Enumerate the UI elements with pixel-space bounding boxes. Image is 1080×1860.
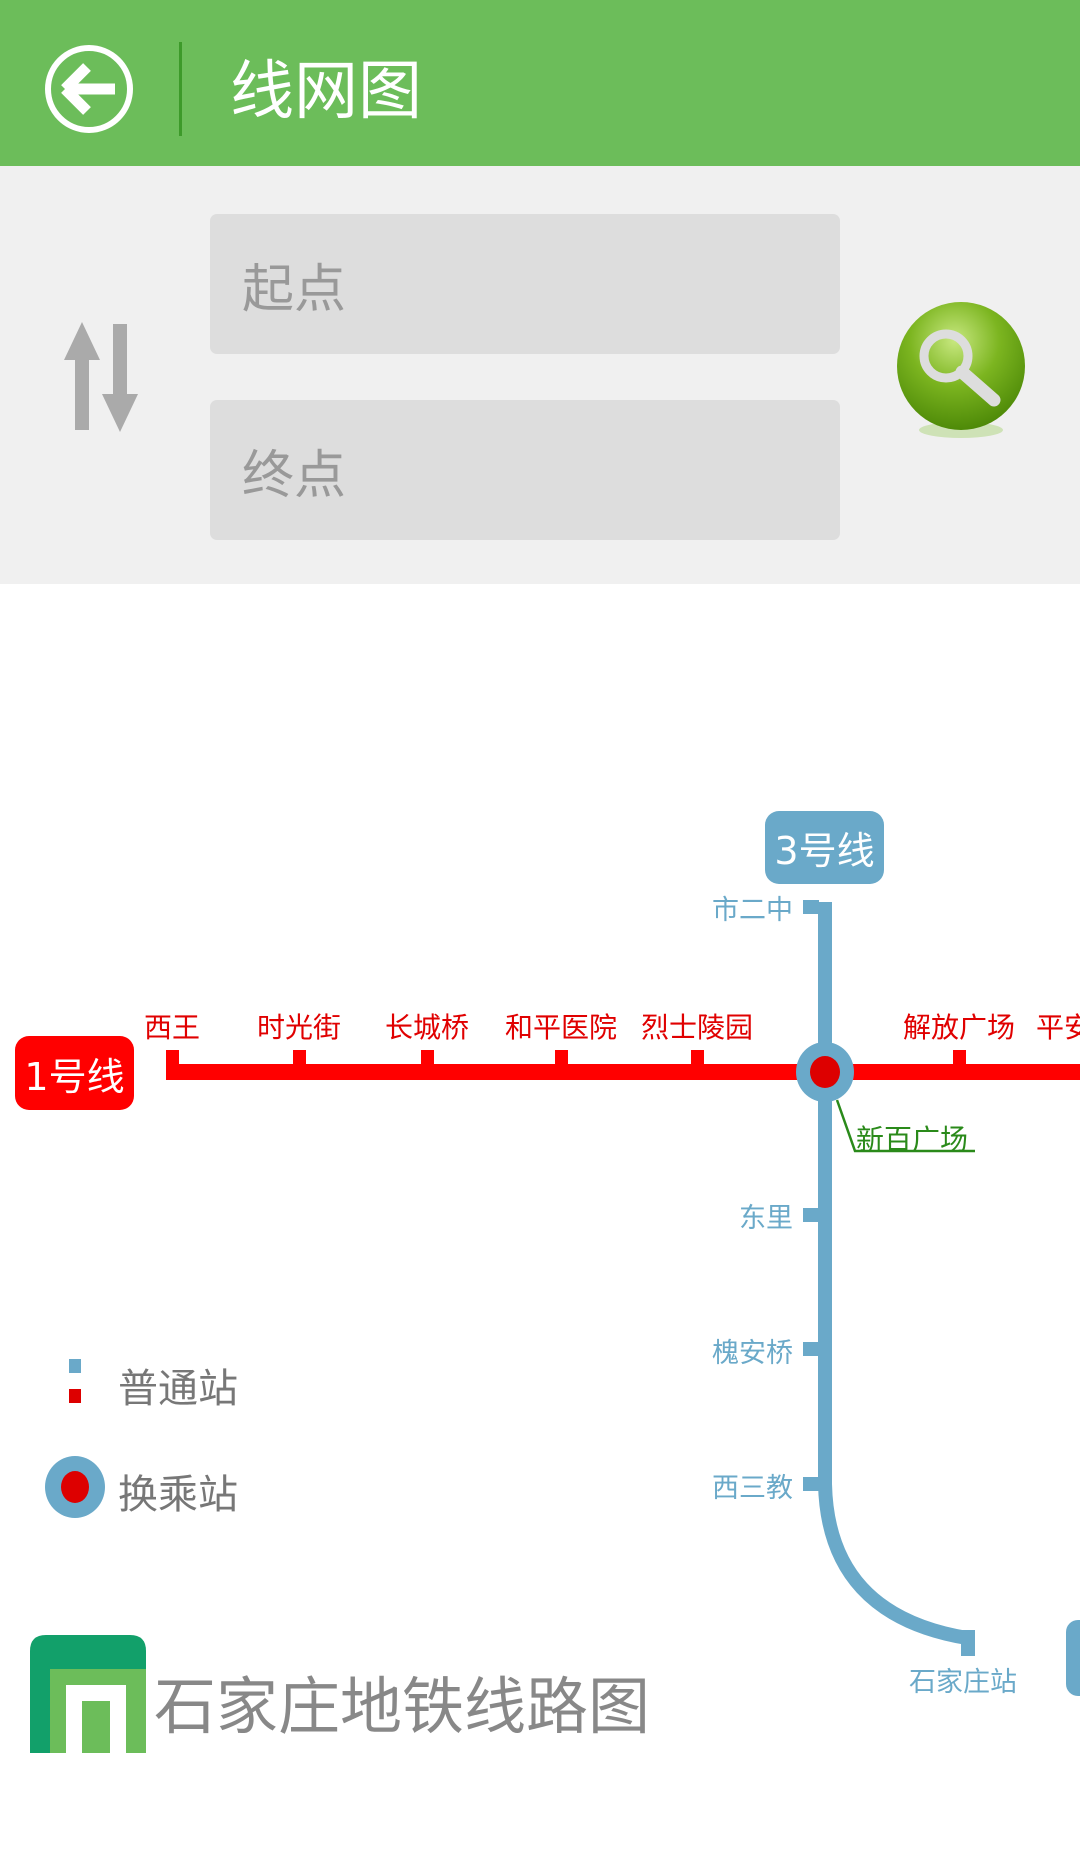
interchange-station [796,1042,854,1102]
station-label[interactable]: 槐安桥 [712,1338,793,1369]
line-3-badge[interactable]: 3号线 [765,811,884,884]
metro-logo-icon [30,1635,146,1753]
station-tick [421,1050,434,1070]
station-label[interactable]: 西三教 [712,1473,793,1504]
end-station-input[interactable]: 终点 [210,400,840,540]
interchange-leader-line [835,1099,975,1153]
normal-station-red-icon [69,1389,81,1403]
route-search-panel: 起点 终点 [0,166,1080,584]
subway-map[interactable] [0,584,1080,1860]
station-tick [803,1477,819,1491]
station-label[interactable]: 解放广场 [902,1011,1016,1044]
station-tick [555,1050,568,1070]
station-tick [961,1630,975,1656]
station-label[interactable]: 石家庄站 [909,1667,1017,1698]
magnifier-icon [919,329,1001,407]
station-tick [803,900,819,914]
end-placeholder: 终点 [242,445,347,506]
station-label[interactable]: 长城桥 [384,1011,470,1044]
start-placeholder: 起点 [242,259,347,320]
station-label[interactable]: 烈士陵园 [640,1011,754,1044]
station-tick [803,1208,819,1222]
normal-station-blue-icon [69,1359,81,1373]
line-1-track [166,1050,1080,1080]
station-label[interactable]: 市二中 [712,895,793,926]
station-label[interactable]: 西王 [143,1011,201,1044]
interchange-label[interactable]: 新百广场 [856,1123,969,1156]
swap-arrows-icon[interactable] [60,322,142,432]
header-divider [179,42,182,136]
station-label[interactable]: 和平医院 [504,1011,618,1044]
line-1-badge[interactable]: 1号线 [15,1036,134,1110]
app-header: 线网图 [0,0,1080,166]
station-tick [166,1050,179,1070]
offscreen-line-badge [1066,1620,1080,1696]
legend-transfer-label: 换乘站 [118,1472,238,1518]
transfer-station-icon [45,1456,105,1518]
page-title: 线网图 [230,55,422,129]
start-station-input[interactable]: 起点 [210,214,840,354]
station-label[interactable]: 东里 [739,1203,793,1234]
station-tick [953,1050,966,1070]
station-tick [293,1050,306,1070]
search-button[interactable] [894,302,1028,442]
station-tick [691,1050,704,1070]
back-arrow-icon [61,63,115,115]
station-label[interactable]: 时光街 [256,1011,342,1044]
station-label[interactable]: 平安 [1036,1011,1080,1044]
station-tick [803,1342,819,1356]
back-button[interactable] [45,45,133,133]
line-3-track [803,900,975,1656]
brand-title: 石家庄地铁线路图 [154,1670,651,1743]
legend-normal-label: 普通站 [118,1366,238,1412]
